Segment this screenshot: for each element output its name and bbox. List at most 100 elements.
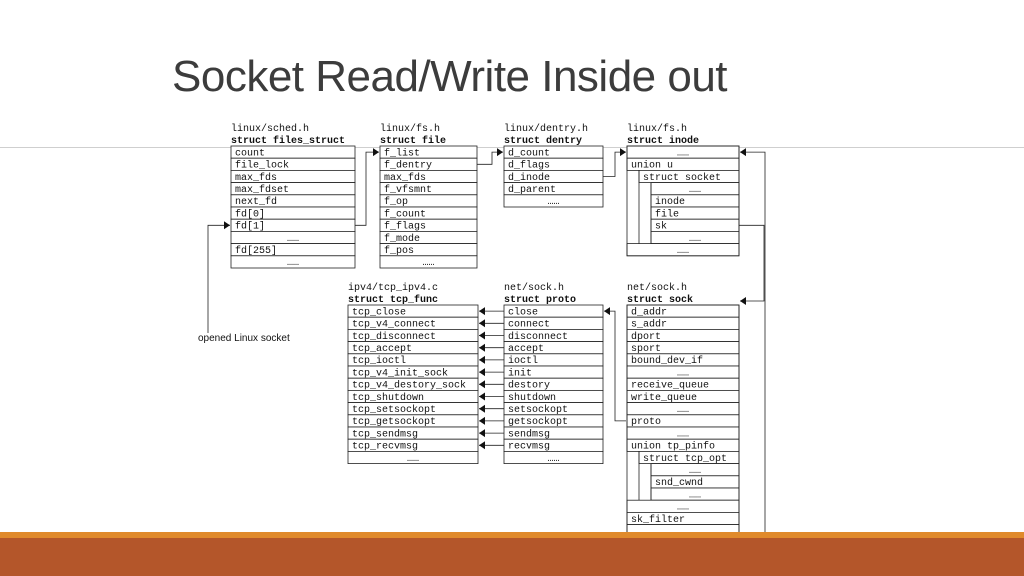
sock-field: ……	[677, 368, 689, 379]
arrowhead	[740, 148, 746, 157]
inode-field: ……	[677, 246, 689, 257]
arrowhead	[604, 307, 610, 316]
file-field: f_list	[384, 147, 420, 159]
proto-field: shutdown	[508, 392, 556, 404]
sock-field: receive_queue	[631, 380, 709, 392]
proto-row	[503, 450, 604, 464]
proto-field: setsockopt	[508, 404, 568, 416]
arrowhead	[479, 416, 485, 425]
sock-field: s_addr	[631, 319, 667, 331]
sock-field: sport	[631, 344, 661, 355]
proto-field: destory	[508, 380, 550, 392]
proto-field: disconnect	[508, 331, 568, 343]
files_struct-field: ……	[287, 234, 299, 245]
arrowhead	[620, 148, 626, 157]
tcp_func-field: tcp_sendmsg	[352, 428, 418, 440]
dentry-row	[503, 194, 604, 208]
file-field: f_pos	[384, 245, 414, 257]
files_struct-field: fd[0]	[235, 208, 265, 220]
arrowhead	[373, 148, 379, 157]
proto-field: init	[508, 367, 532, 379]
inode-frame	[626, 145, 740, 257]
arrowhead	[479, 307, 485, 316]
arrowhead	[479, 404, 485, 413]
tcp_func-field: ……	[407, 454, 419, 465]
arrowhead	[479, 441, 485, 450]
proto-field: sendmsg	[508, 428, 550, 440]
tcp_func-field: tcp_shutdown	[352, 392, 424, 404]
proto-struct-name: struct proto	[504, 295, 576, 306]
sock-field: snd_cwnd	[655, 477, 703, 489]
inode-field: inode	[655, 196, 685, 208]
proto-field: close	[508, 306, 538, 318]
file-field: f_count	[384, 208, 426, 220]
tcp_func-field: tcp_close	[352, 306, 406, 318]
files_struct-row	[230, 255, 356, 269]
file-field: f_dentry	[384, 160, 432, 172]
inode-field: ……	[689, 185, 701, 196]
file-field: f_mode	[384, 233, 420, 245]
inode-field: sk	[655, 221, 667, 233]
file-field: f_flags	[384, 221, 426, 233]
sock-field: struct tcp_opt	[643, 454, 727, 465]
sock-header-file: net/sock.h	[627, 282, 687, 294]
proto-header-file: net/sock.h	[504, 282, 564, 294]
tcp_func-header-file: ipv4/tcp_ipv4.c	[348, 282, 438, 294]
files_struct-field: fd[255]	[235, 245, 277, 257]
proto-field: ioctl	[508, 355, 538, 367]
arrowhead	[479, 380, 485, 389]
tcp_func-field: tcp_setsockopt	[352, 404, 436, 416]
files_struct-field: count	[235, 148, 265, 159]
tcp_func-field: tcp_v4_init_sock	[352, 367, 448, 379]
arrowhead	[479, 355, 485, 364]
file-struct-name: struct file	[380, 135, 446, 147]
sock-field: proto	[631, 417, 661, 428]
tcp_func-struct-name: struct tcp_func	[348, 294, 438, 306]
file-field: f_vfsmnt	[384, 184, 432, 196]
sock-field: ……	[677, 405, 689, 416]
pointer-link	[739, 151, 766, 544]
proto-field: getsockopt	[508, 416, 568, 428]
files_struct-field: ……	[287, 258, 299, 269]
arrowhead	[740, 297, 746, 305]
arrowhead	[224, 221, 230, 230]
proto-field: connect	[508, 320, 550, 331]
dentry-header-file: linux/dentry.h	[504, 123, 588, 135]
pointer-link	[355, 151, 379, 226]
files_struct-struct-name: struct files_struct	[231, 135, 345, 147]
inode-field: file	[655, 208, 679, 220]
files_struct-field: max_fdset	[235, 184, 289, 196]
files_struct-field: max_fds	[235, 172, 277, 184]
sock-field: ……	[689, 466, 701, 477]
tcp_func-field: tcp_ioctl	[352, 355, 406, 367]
pointer-link	[207, 224, 230, 333]
tcp_func-field: tcp_v4_connect	[352, 320, 436, 331]
files_struct-field: fd[1]	[235, 221, 265, 233]
arrowhead	[479, 429, 485, 438]
proto-field: recvmsg	[508, 442, 550, 453]
files_struct-field: next_fd	[235, 196, 277, 208]
file-field: ……	[422, 258, 434, 269]
dentry-field: d_parent	[508, 184, 556, 196]
dentry-field: d_count	[508, 147, 550, 159]
proto-field: ……	[547, 454, 559, 465]
arrowhead	[479, 343, 485, 352]
tcp_func-field: tcp_v4_destory_sock	[352, 380, 466, 392]
pointer-link	[604, 310, 626, 422]
pointer-link	[603, 151, 626, 177]
inode-field: struct socket	[643, 172, 721, 184]
file-row	[379, 255, 478, 269]
tcp_func-field: tcp_recvmsg	[352, 442, 418, 453]
sock-field: union tp_pinfo	[631, 441, 715, 453]
file-field: max_fds	[384, 172, 426, 184]
tcp_func-field: tcp_accept	[352, 344, 412, 355]
tcp_func-row	[347, 450, 479, 464]
tcp_func-field: tcp_disconnect	[352, 331, 436, 343]
files_struct-field: file_lock	[235, 160, 289, 172]
files_struct-header-file: linux/sched.h	[231, 123, 309, 135]
inode-field: ……	[677, 148, 689, 159]
sock-field: d_addr	[631, 306, 667, 318]
arrowhead	[479, 368, 485, 377]
sock-field: dport	[631, 331, 661, 343]
